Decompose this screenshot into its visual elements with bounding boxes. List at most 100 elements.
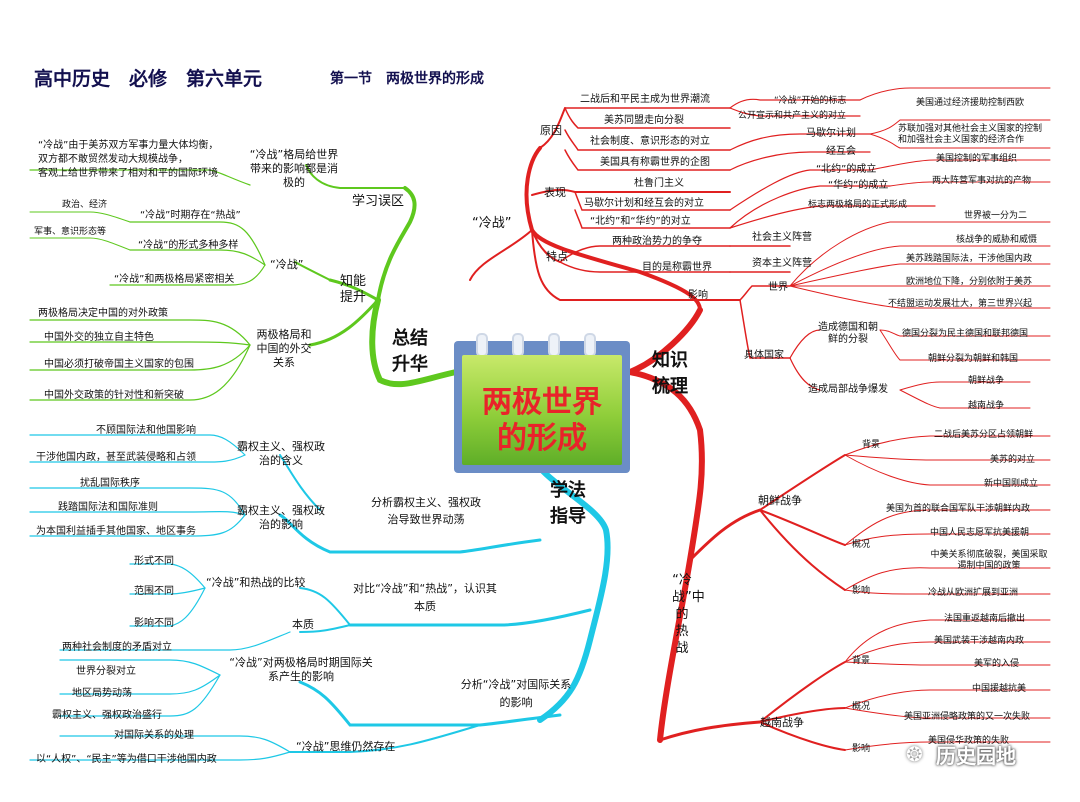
branch-xuefa: 学法指导: [550, 480, 586, 527]
cx-gk-item: 美国为首的联合国军队干涉朝鲜内政: [886, 504, 1031, 514]
wuqu-main: “冷战”格局给世界带来的影响都是消极的: [249, 148, 339, 189]
shijie-item: 欧洲地位下降，分别依附于美苏: [906, 277, 1033, 287]
binder-ring-icon: [548, 333, 560, 357]
biaoxian-right: “华约”的成立: [828, 180, 889, 191]
bijiao-item: 形式不同: [134, 556, 174, 567]
biaoxian-right: “北约”的成立: [816, 164, 877, 175]
tedian-item: 两种政治势力的争夺: [612, 236, 702, 247]
lz-item: “冷战”时期存在“热战”: [140, 210, 241, 221]
node-biaoxian: 表现: [544, 186, 566, 199]
biaoxian-right: 马歇尔计划: [806, 128, 856, 139]
yn-yx-item: 美国侵华政策的失败: [928, 736, 1010, 746]
yingxiang-item: 践踏国际法和国际准则: [58, 502, 158, 513]
zhenying-item: 社会主义阵营: [752, 232, 812, 243]
guoji-item: 世界分裂对立: [76, 666, 136, 677]
lz-sub: 军事、意识形态等: [34, 227, 107, 237]
node-guoji: “冷战”对两极格局时期国际关系产生的影响: [229, 656, 373, 683]
branch-zongjie: 总结升华: [392, 328, 428, 375]
binder-ring-icon: [476, 333, 488, 357]
far-right-item: 苏联加强对其他社会主义国家的控制和加强社会主义国家的经济合作: [898, 124, 1043, 145]
yuanyin-item: 美国具有称霸世界的企图: [600, 157, 710, 168]
node-nengli: 知能提升: [339, 274, 366, 305]
node-juti: 具体国家: [744, 350, 784, 361]
shijie-item: 美苏践踏国际法，干涉他国内政: [906, 254, 1033, 264]
node-yuanyin: 原因: [540, 124, 562, 137]
wechat-icon: ❂: [906, 742, 923, 766]
node-fenxi2: 分析“冷战”对国际关系的影响: [460, 678, 572, 709]
biaoxian-item: “北约”和“华约”的对立: [590, 216, 691, 227]
yn-gk-item: 美国亚洲侵略政策的又一次失败: [904, 712, 1031, 722]
far-right-item: 美国通过经济援助控制西欧: [916, 98, 1025, 108]
far-right-item: 两大阵营军事对抗的产物: [932, 176, 1032, 186]
node-chaoxian: 朝鲜战争: [758, 494, 802, 507]
siwei-item: 以“人权”、“民主”等为借口干涉他国内政: [36, 754, 217, 765]
cx-bj-item: 新中国刚成立: [984, 479, 1039, 489]
lz-item: “冷战”的形式多种多样: [138, 240, 239, 251]
guoji-item: 霸权主义、强权政治盛行: [52, 710, 162, 721]
siwei-item: 对国际关系的处理: [114, 730, 194, 741]
node-siwei: “冷战”思维仍然存在: [296, 740, 396, 753]
cx-beijing: 背景: [862, 440, 881, 450]
yingxiang-item: 为本国利益插手其他国家、地区事务: [36, 526, 196, 537]
node-xuexi: 学习误区: [352, 194, 405, 209]
node-yuenan: 越南战争: [760, 716, 804, 729]
node-duibi: 对比“冷战”和“热战”，认识其本质: [353, 582, 497, 613]
wuqu-note-line: 双方都不敢贸然发动大规模战争，: [38, 154, 188, 165]
biaoxian-item: 马歇尔计划和经互会的对立: [584, 198, 704, 209]
binder-ring-icon: [512, 333, 524, 357]
cx-gk-item: 中国人民志愿军抗美援朝: [930, 528, 1030, 538]
center-topic-card: 两极世界的形成: [454, 333, 630, 473]
wuqu-note-line: 客观上给世界带来了相对和平的国际环境: [38, 168, 218, 179]
shijie-item: 不结盟运动发展壮大，第三世界兴起: [888, 299, 1033, 309]
node-liangji: 两极格局和中国的外交关系: [256, 328, 312, 369]
yn-bj-item: 美军的入侵: [974, 659, 1020, 669]
yn-bj-item: 法国重返越南后撤出: [944, 614, 1026, 624]
binder-ring-icon: [584, 333, 596, 357]
node-benzhi: 本质: [292, 618, 314, 631]
cx-bj-item: 美苏的对立: [990, 455, 1036, 465]
card-face: 两极世界的形成: [462, 355, 622, 465]
center-title: 两极世界的形成: [482, 385, 602, 456]
node-tedian: 特点: [546, 250, 568, 263]
bijiao-item: 范围不同: [134, 586, 174, 597]
branch-lengzhan: “冷战”: [472, 216, 512, 231]
benzhi-item: 两种社会制度的矛盾对立: [62, 642, 172, 653]
watermark-text: 历史园地: [936, 744, 1016, 768]
hanyi-item: 干涉他国内政，甚至武装侵略和占领: [36, 452, 196, 463]
liangji-item: 两极格局决定中国的对外政策: [38, 308, 168, 319]
shijie-item: 核战争的威胁和威慑: [956, 235, 1038, 245]
shijie-item: 世界被一分为二: [964, 211, 1028, 221]
wuqu-note-line: “冷战”由于美苏双方军事力量大体均衡，: [38, 140, 219, 151]
biaoxian-right: 标志两极格局的正式形成: [808, 200, 908, 210]
guoji-item: 地区局势动荡: [72, 688, 132, 699]
yingxiang-item: 扰乱国际秩序: [80, 478, 140, 489]
hanyi-item: 不顾国际法和他国影响: [96, 425, 196, 436]
node-yingxiang: 霸权主义、强权政治的影响: [237, 504, 325, 531]
node-yingxiang: 影响: [688, 290, 708, 301]
node-lz: “冷战”: [270, 258, 304, 271]
node-fenxi1: 分析霸权主义、强权政治导致世界动荡: [371, 496, 481, 526]
liangji-item: 中国外交的独立自主特色: [44, 332, 154, 343]
zhenying-item: 资本主义阵营: [752, 258, 812, 269]
tedian-item: 目的是称霸世界: [642, 262, 712, 273]
yn-beijing: 背景: [852, 656, 871, 666]
cx-yingxiang: 影响: [852, 586, 871, 596]
page-title: 高中历史 必修 第六单元: [34, 68, 263, 90]
cx-yx-item: 冷战从欧洲扩展到亚洲: [928, 588, 1019, 598]
node-fenlie: 造成德国和朝鲜的分裂: [818, 322, 878, 345]
node-shijie: 世界: [768, 282, 788, 293]
yuanyin-item: 美苏同盟走向分裂: [604, 115, 684, 126]
node-hanyi: 霸权主义、强权政治的含义: [237, 440, 325, 467]
yuanyin-item: 社会制度、意识形态的对立: [590, 136, 710, 147]
far-right-item: 美国控制的军事组织: [936, 154, 1018, 164]
branch-zhishi: 知识梳理: [652, 350, 688, 397]
node-jubu: 造成局部战争爆发: [808, 384, 888, 395]
lz-sub: 政治、经济: [62, 200, 108, 210]
cx-yx-item: 中美关系彻底破裂，美国采取遏制中国的政策: [930, 550, 1048, 571]
fenlie-item: 德国分裂为民主德国和联邦德国: [902, 329, 1029, 339]
cx-gaikuang: 概况: [852, 540, 871, 550]
jubu-item: 朝鲜战争: [968, 376, 1005, 386]
branch-rezhan: “冷战”中的热战: [672, 573, 705, 656]
liangji-item: 中国必须打破帝国主义国家的包围: [44, 359, 194, 370]
